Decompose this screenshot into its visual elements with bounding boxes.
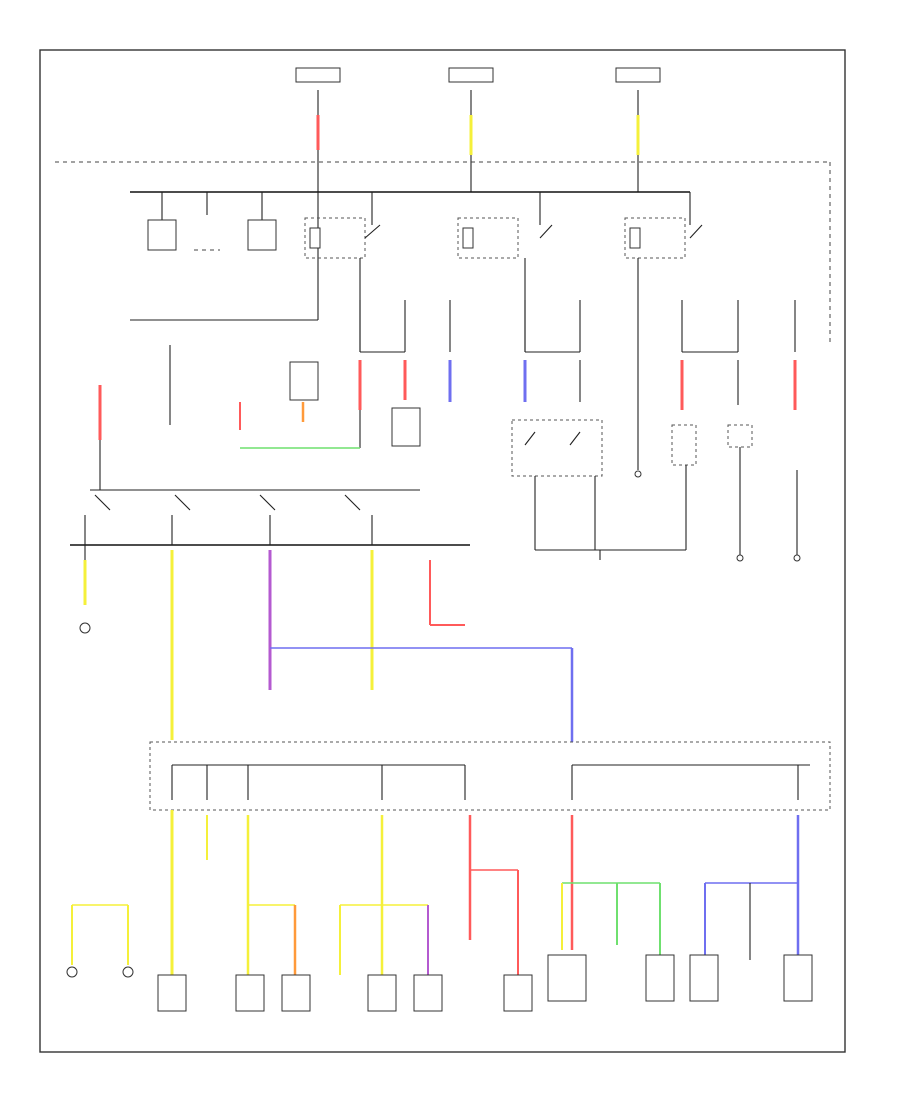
ignition-switch-block (70, 489, 470, 546)
lower-fuse-row (171, 764, 810, 800)
upper-left-components (147, 192, 277, 251)
relays (304, 192, 703, 470)
fuse-row-upper (359, 300, 796, 353)
mid-switches (511, 419, 801, 562)
lower-fuse-box (149, 741, 831, 811)
top-feeds (295, 67, 661, 192)
upper-load-box (391, 407, 421, 447)
diagram-frame (39, 49, 846, 1053)
bottom-components (157, 954, 813, 1012)
left-mid-components (98, 345, 360, 490)
